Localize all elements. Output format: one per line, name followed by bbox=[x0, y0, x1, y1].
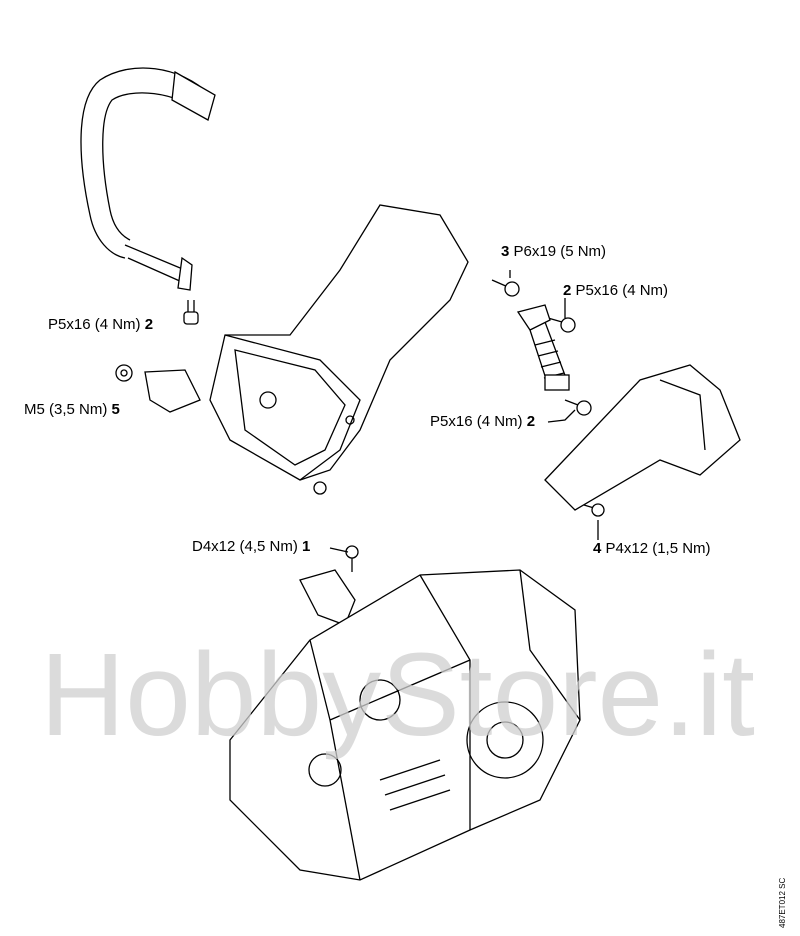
screw-part-4 bbox=[583, 503, 605, 517]
screw-part-3 bbox=[491, 279, 520, 297]
screw-part-2-left bbox=[183, 300, 199, 325]
callout-part-2-spring-bottom: P5x16 (4 Nm) 2 bbox=[430, 413, 536, 430]
engine-housing bbox=[229, 569, 581, 881]
callout-part-3: 3 P6x19 (5 Nm) bbox=[501, 243, 607, 260]
handle-housing bbox=[209, 204, 469, 495]
screw-part-2-right-top bbox=[547, 317, 576, 333]
screw-part-2-right-bottom bbox=[564, 399, 592, 416]
clamp bbox=[299, 569, 356, 626]
callout-part-1: D4x12 (4,5 Nm) 1 bbox=[192, 538, 311, 555]
callout-part-5: M5 (3,5 Nm) 5 bbox=[24, 401, 120, 418]
leader-lines bbox=[329, 270, 599, 553]
nut-part-5 bbox=[115, 364, 133, 382]
callout-part-2-handlebar: P5x16 (4 Nm) 2 bbox=[48, 316, 154, 333]
callout-part-2-spring-top: 2 P5x16 (4 Nm) bbox=[563, 282, 669, 299]
screw-part-1 bbox=[345, 545, 359, 572]
drawing-code: 487ET012 SC bbox=[778, 877, 787, 928]
rear-handle-cover bbox=[544, 364, 741, 511]
bracket-left bbox=[144, 369, 201, 413]
callout-part-4: 4 P4x12 (1,5 Nm) bbox=[593, 540, 711, 557]
anti-vibration-spring bbox=[516, 304, 570, 391]
handlebar bbox=[80, 67, 216, 291]
